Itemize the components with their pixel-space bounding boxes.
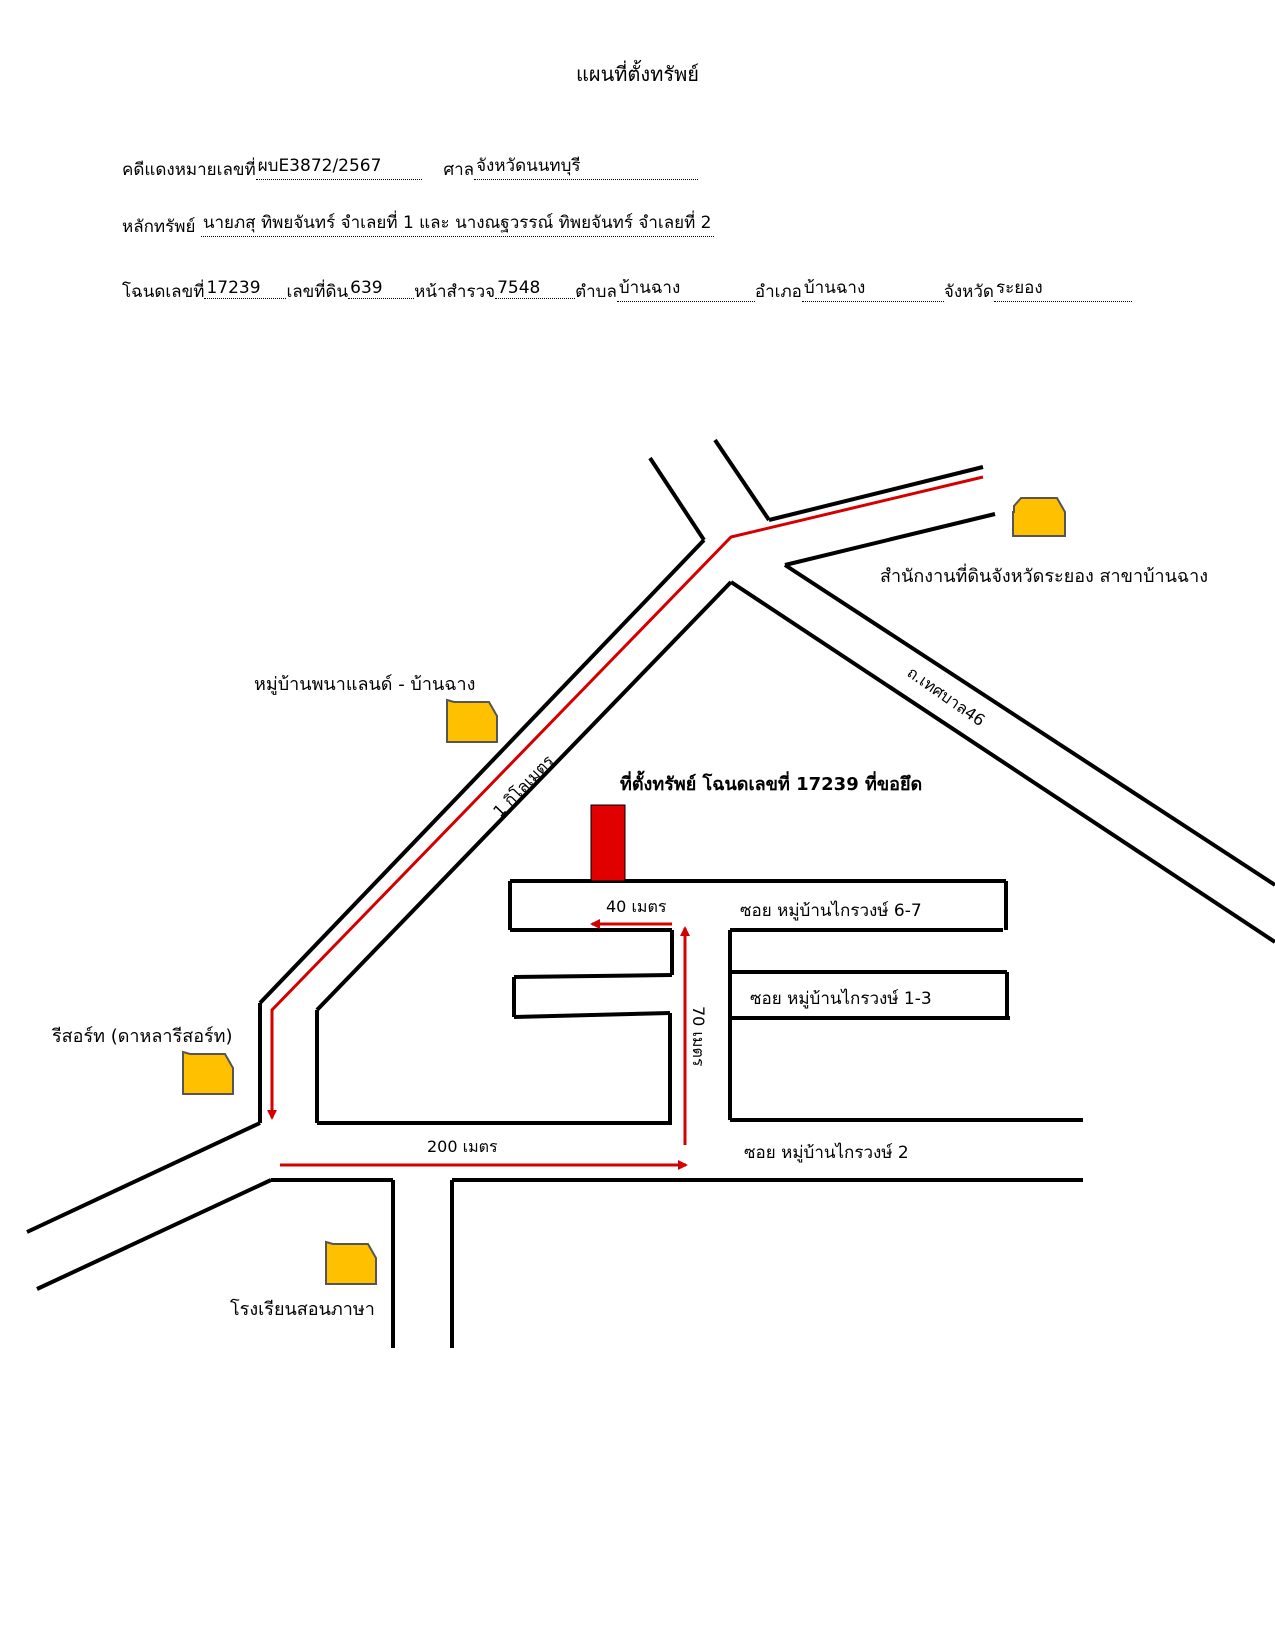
resort-label: รีสอร์ท (ดาหลารีสอร์ท) [52,1026,233,1047]
distance-200m-label: 200 เมตร [427,1137,498,1156]
road-edge [729,580,1275,944]
asset-label: หลักทรัพย์ [122,217,196,237]
target-property-marker [590,804,626,882]
distance-km-label: 1 กิโลเมตร [489,751,557,821]
survey-value: 7548 [495,278,576,299]
school-marker [325,1240,377,1285]
road-edge [315,580,733,1012]
road-edge [36,1178,272,1291]
school-label: โรงเรียนสอนภาษา [230,1298,375,1320]
road-edge [783,563,1275,887]
land-office-label: สำนักงานที่ดินจังหวัดระยอง สาขาบ้านฉาง [880,563,1208,587]
road-edge [513,1011,671,1019]
subdistrict-label: ตำบล [575,282,617,302]
route-main [267,475,984,1120]
page-title: แผนที่ตั้งทรัพย์ [575,62,700,86]
road-edge [513,973,673,979]
subdistrict-value: บ้านฉาง [616,274,755,302]
deed-value: 17239 [204,278,287,299]
resort-marker [182,1050,234,1095]
survey-label: หน้าสำรวจ [414,282,496,302]
distance-40m-label: 40 เมตร [606,897,667,916]
deed-label: โฉนดเลขที่ [122,282,205,302]
soi-67-label: ซอย หมู่บ้านไกรวงษ์ 6-7 [740,900,922,921]
route-path [267,475,984,1170]
court-value: จังหวัดนนทบุรี [474,152,699,180]
case-value: ผบE3872/2567 [255,152,422,180]
asset-line: หลักทรัพย์ นายภสุ ทิพยจันทร์ จำเลยที่ 1 … [122,213,714,241]
district-label: อำเภอ [754,282,802,302]
district-value: บ้านฉาง [801,274,944,302]
target-label: ที่ตั้งทรัพย์ โฉนดเลขที่ 17239 ที่ขอยึด [620,770,922,795]
road-edge [26,1121,261,1234]
asset-value: นายภสุ ทิพยจันทร์ จำเลยที่ 1 และ นางณฐวร… [200,209,714,237]
soi-13-label: ซอย หมู่บ้านไกรวงษ์ 1-3 [750,988,932,1009]
soi-2-label: ซอย หมู่บ้านไกรวงษ์ 2 [744,1142,909,1163]
distance-70m-label: 70 เมตร [689,1006,708,1067]
thetsaban-road-label: ถ.เทศบาล46 [904,663,989,730]
case-line: คดีแดงหมายเลขที่ผบE3872/2567 ศาลจังหวัดน… [122,156,699,184]
court-label: ศาล [443,160,475,180]
road-edge [258,538,706,1005]
case-label: คดีแดงหมายเลขที่ [122,160,256,180]
village-label: หมู่บ้านพนาแลนด์ - บ้านฉาง [254,674,475,695]
province-label: จังหวัด [943,282,994,302]
road-edge [784,512,996,567]
landmark-markers [182,497,1066,1285]
road-edge [768,465,984,522]
road-edge [648,456,706,542]
road-edge [713,438,771,522]
land-no-value: 639 [348,278,415,299]
village-marker [446,698,498,743]
land-no-label: เลขที่ดิน [286,282,349,302]
land-office-marker [1012,497,1066,537]
province-value: ระยอง [993,274,1132,302]
